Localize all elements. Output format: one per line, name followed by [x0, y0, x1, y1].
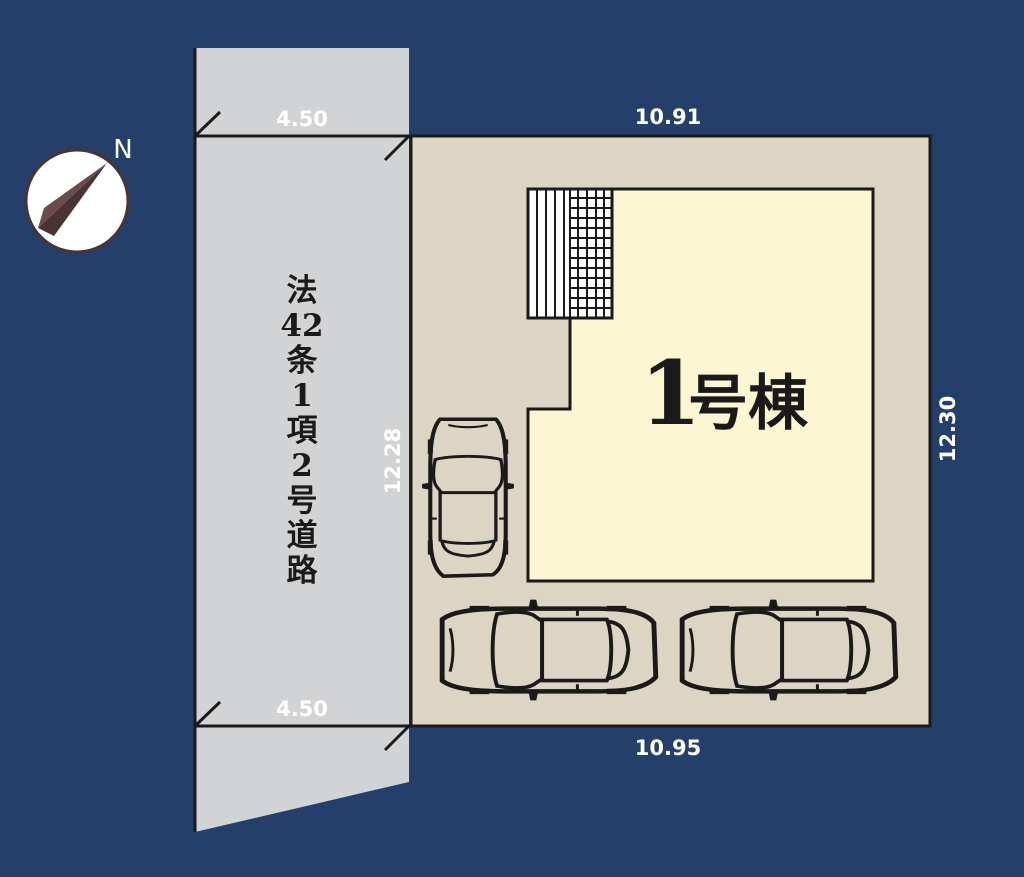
tick-mark	[383, 134, 411, 162]
road-width-bottom-label: 4.50	[276, 697, 328, 721]
road-label: 法 42 条 1 項 2 号 道 路	[280, 273, 323, 589]
north-label: N	[113, 135, 132, 165]
road	[195, 48, 409, 832]
tick-mark	[193, 110, 222, 138]
road-label-char: 路	[287, 553, 319, 589]
road-label-char: 号	[287, 483, 318, 519]
lot-top-label: 10.91	[635, 105, 701, 129]
road-label-char: 法	[287, 273, 318, 309]
road-label-char: 42	[280, 308, 323, 344]
balcony-hatch	[526, 187, 614, 320]
building-label: 号棟	[688, 369, 809, 439]
car-icon	[442, 600, 656, 701]
road-label-char: 道	[287, 518, 318, 554]
tick-mark	[193, 700, 222, 728]
north-arrow-icon	[24, 148, 130, 254]
road-label-char: 1	[291, 378, 313, 414]
car-icon	[682, 600, 896, 701]
car-icon	[422, 419, 514, 576]
lot-right-label: 12.30	[936, 396, 960, 462]
lot-left-label: 12.28	[381, 428, 405, 494]
road-label-char: 2	[291, 448, 313, 484]
road-width-top-label: 4.50	[276, 107, 328, 131]
tick-mark	[383, 724, 411, 752]
lot-bottom-label: 10.95	[635, 736, 701, 760]
road-label-char: 項	[287, 413, 319, 449]
road-label-char: 条	[287, 343, 318, 379]
building-number: 1	[640, 341, 701, 445]
